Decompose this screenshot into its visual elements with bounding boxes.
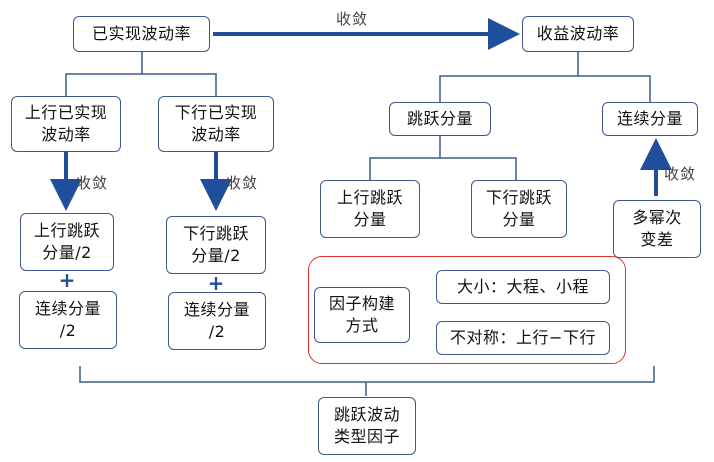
node-multipower-l1: 多幂次 [632, 208, 682, 227]
node-jump-downside-l2: 分量 [502, 210, 536, 229]
converge-label-mid: 收敛 [226, 174, 259, 192]
node-upside-cont-half-l1: 连续分量 [34, 299, 101, 318]
node-jump-upside-l2: 分量 [353, 210, 387, 229]
node-upside-cont-half-l2: /2 [59, 321, 77, 340]
converge-label-top: 收敛 [336, 10, 369, 28]
node-downside-realized-l2: 波动率 [191, 125, 241, 144]
node-return-vol-label: 收益波动率 [536, 24, 620, 43]
node-downside-realized-l1: 下行已实现 [174, 103, 258, 122]
node-upside-realized-vol: 上行已实现 波动率 [11, 96, 121, 152]
node-downside-cont-half-l1: 连续分量 [183, 300, 250, 319]
node-upside-jump-half-l1: 上行跳跃 [33, 221, 100, 240]
converge-label-left: 收敛 [76, 174, 109, 192]
node-downside-cont-half-l2: /2 [208, 322, 226, 341]
node-asym-method-label: 不对称：上行−下行 [450, 328, 596, 347]
node-jump-downside: 下行跳跃 分量 [471, 180, 567, 238]
plus-sign-mid: + [207, 271, 225, 295]
node-multipower-l2: 变差 [640, 230, 674, 249]
node-multipower-variation: 多幂次 变差 [613, 200, 701, 258]
node-upside-realized-l1: 上行已实现 [24, 103, 108, 122]
node-jump-upside: 上行跳跃 分量 [320, 180, 420, 238]
tree-line-jump-2 [440, 157, 517, 180]
node-factor-method-l2: 方式 [345, 316, 379, 335]
node-jump-component: 跳跃分量 [389, 102, 491, 136]
node-size-method-label: 大小：大程、小程 [456, 277, 589, 296]
node-asym-method: 不对称：上行−下行 [436, 321, 610, 355]
node-downside-jump-half-l2: 分量/2 [191, 246, 241, 265]
tree-line-right [439, 52, 579, 102]
node-jump-vol-factor-l1: 跳跃波动 [333, 405, 400, 424]
node-downside-cont-half: 连续分量 /2 [168, 292, 266, 350]
node-jump-vol-factor-l2: 类型因子 [333, 427, 400, 446]
node-upside-jump-half-l2: 分量/2 [42, 243, 92, 262]
node-jump-component-label: 跳跃分量 [406, 109, 473, 128]
node-downside-jump-half: 下行跳跃 分量/2 [166, 216, 266, 274]
node-factor-method-l1: 因子构建 [328, 294, 395, 313]
plus-sign-left: + [58, 268, 76, 292]
tree-line-left-2 [142, 73, 217, 96]
tree-line-left [65, 52, 143, 96]
node-upside-realized-l2: 波动率 [41, 125, 91, 144]
node-upside-jump-half: 上行跳跃 分量/2 [20, 213, 114, 271]
node-upside-cont-half: 连续分量 /2 [19, 291, 117, 349]
tree-line-right-2 [578, 75, 651, 102]
node-return-vol: 收益波动率 [522, 16, 634, 52]
node-jump-upside-l1: 上行跳跃 [336, 188, 403, 207]
node-factor-method: 因子构建 方式 [314, 287, 410, 343]
converge-label-right: 收敛 [664, 165, 697, 183]
node-jump-downside-l1: 下行跳跃 [485, 188, 552, 207]
tree-line-jump [369, 136, 441, 180]
node-jump-vol-factor: 跳跃波动 类型因子 [318, 397, 416, 455]
node-realized-vol-label: 已实现波动率 [91, 24, 191, 43]
node-continuous-component: 连续分量 [602, 102, 698, 136]
node-realized-vol: 已实现波动率 [73, 16, 210, 52]
node-continuous-component-label: 连续分量 [616, 109, 683, 128]
bottom-brace [79, 366, 655, 396]
node-size-method: 大小：大程、小程 [436, 270, 610, 304]
node-downside-jump-half-l1: 下行跳跃 [182, 224, 249, 243]
node-downside-realized-vol: 下行已实现 波动率 [158, 96, 274, 152]
